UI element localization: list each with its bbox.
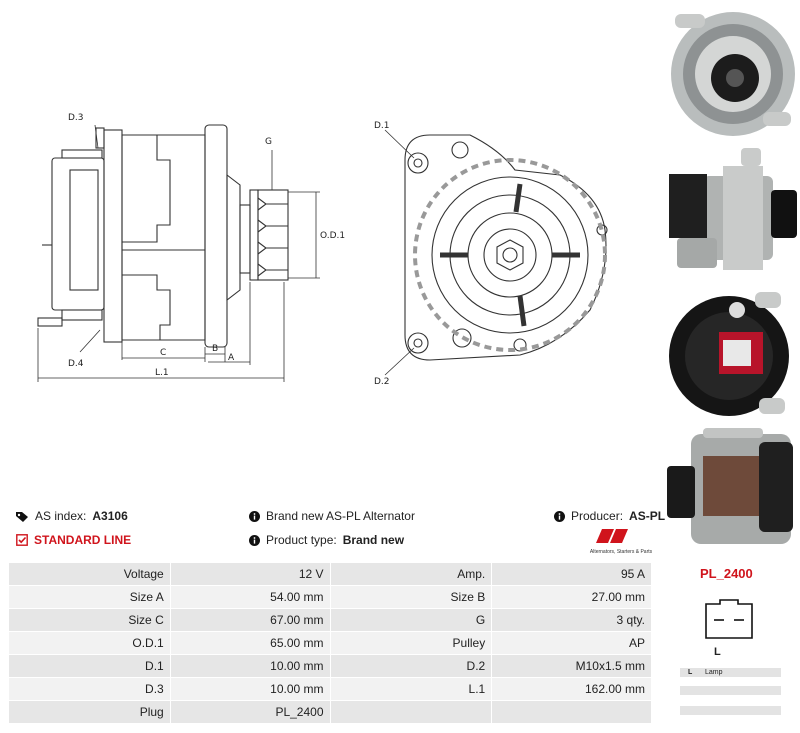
info-icon [249, 510, 260, 522]
product-photo-side [669, 148, 797, 270]
info-icon [554, 510, 565, 522]
info-icon [249, 534, 260, 546]
as-pl-logo: Alternators, Starters & Parts [590, 529, 653, 555]
spec-label: Amp. [329, 562, 493, 586]
pin-code: L [688, 669, 693, 676]
description-text: Brand new AS-PL Alternator [266, 509, 415, 523]
spec-value: 3 qty. [491, 608, 652, 632]
table-row: Size C 67.00 mm G 3 qty. [8, 608, 652, 632]
spec-value: 67.00 mm [169, 608, 331, 632]
label-b: B [212, 344, 218, 354]
spec-label: D.3 [8, 677, 171, 701]
product-type-value: Brand new [342, 533, 405, 547]
table-row: D.1 10.00 mm D.2 M10x1.5 mm [8, 654, 652, 678]
spec-value: PL_2400 [169, 700, 331, 724]
label-l1: L.1 [155, 368, 169, 378]
technical-drawing: D.3 D.4 G O.D.1 C B A L.1 D.1 D.2 [37, 113, 608, 387]
spec-label: Voltage [8, 562, 171, 586]
spec-value: 162.00 mm [491, 677, 652, 701]
as-index-value: A3106 [92, 509, 128, 523]
spec-value: AP [491, 631, 652, 655]
producer-row: Producer: AS-PL [554, 509, 665, 523]
spec-value: 10.00 mm [169, 654, 331, 678]
spec-label: G [329, 608, 493, 632]
spec-label: O.D.1 [8, 631, 171, 655]
pin-row [680, 706, 781, 715]
standard-line-label: STANDARD LINE [34, 533, 132, 547]
product-photo-rear [669, 292, 789, 416]
standard-line-row: STANDARD LINE [16, 533, 131, 547]
spec-value: 54.00 mm [169, 585, 331, 609]
product-type-label: Product type: [266, 533, 337, 547]
table-row: D.3 10.00 mm L.1 162.00 mm [8, 677, 652, 701]
product-photo-angle [667, 428, 793, 544]
spec-label: Size A [8, 585, 171, 609]
label-c: C [160, 348, 166, 358]
label-a: A [228, 353, 235, 363]
label-front-d2: D.2 [374, 377, 390, 387]
table-row: Voltage 12 V Amp. 95 A [8, 562, 652, 586]
spec-value: 65.00 mm [169, 631, 331, 655]
spec-value: M10x1.5 mm [491, 654, 652, 678]
spec-value: 10.00 mm [169, 677, 331, 701]
spec-value: 27.00 mm [491, 585, 652, 609]
as-index-label: AS index: [35, 509, 87, 523]
tags-icon [16, 511, 28, 522]
plug-pin-label: L [714, 646, 721, 658]
spec-label: Size B [329, 585, 493, 609]
table-row: Plug PL_2400 [8, 700, 652, 724]
spec-label: D.2 [329, 654, 493, 678]
description-row: Brand new AS-PL Alternator [249, 509, 415, 523]
as-index-row: AS index: A3106 [16, 509, 128, 523]
label-od1: O.D.1 [320, 231, 345, 241]
table-row: Size A 54.00 mm Size B 27.00 mm [8, 585, 652, 609]
spec-value: 95 A [491, 562, 652, 586]
check-square-icon [16, 534, 28, 546]
plug-connector-icon [705, 599, 753, 639]
spec-label: Plug [8, 700, 171, 724]
spec-label: L.1 [329, 677, 493, 701]
label-d4: D.4 [68, 359, 84, 369]
product-photo-front [671, 12, 795, 136]
pin-desc: Lamp [705, 669, 723, 676]
spec-label: D.1 [8, 654, 171, 678]
spec-label: Size C [8, 608, 171, 632]
spec-value [491, 700, 652, 724]
logo-caption: Alternators, Starters & Parts [590, 549, 653, 555]
producer-value: AS-PL [629, 509, 666, 523]
producer-label: Producer: [571, 509, 624, 523]
label-d3: D.3 [68, 113, 84, 123]
pin-row [680, 686, 781, 695]
table-row: O.D.1 65.00 mm Pulley AP [8, 631, 652, 655]
spec-table: Voltage 12 V Amp. 95 A Size A 54.00 mm S… [8, 562, 652, 724]
pin-row: L Lamp [680, 668, 781, 677]
spec-value: 12 V [169, 562, 331, 586]
spec-label: Pulley [329, 631, 493, 655]
spec-label [329, 700, 493, 724]
label-g: G [265, 137, 272, 147]
plug-code: PL_2400 [700, 566, 753, 581]
product-type-row: Product type: Brand new [249, 533, 404, 547]
label-front-d1: D.1 [374, 121, 390, 131]
